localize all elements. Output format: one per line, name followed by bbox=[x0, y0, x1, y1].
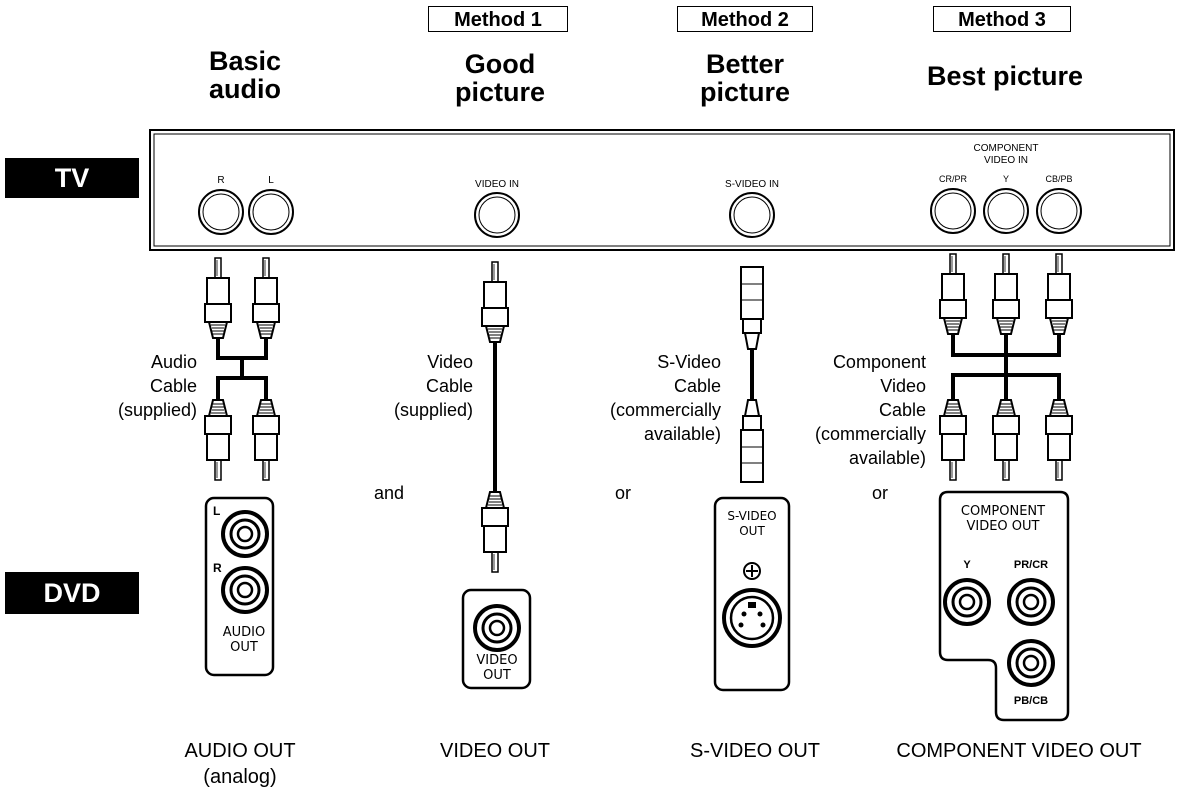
caption-video-out: VIDEO OUT bbox=[439, 740, 550, 762]
tv-cr-pr-label: CR/PR bbox=[939, 174, 968, 184]
caption-audio-out-line1: AUDIO OUT bbox=[184, 740, 296, 762]
method-1-box: Method 1 bbox=[428, 6, 568, 32]
tv-audio-l-jack bbox=[248, 189, 294, 235]
tv-y-jack bbox=[983, 188, 1029, 234]
caption-audio-out-line2: (analog) bbox=[203, 766, 277, 788]
tv-video-in-label: VIDEO IN bbox=[475, 179, 519, 190]
caption-component-video-out: COMPONENT VIDEO OUT bbox=[896, 740, 1142, 762]
video-cable-label-line2: Cable bbox=[425, 376, 473, 396]
s-video-cable-label-line3: (commercially bbox=[609, 400, 721, 420]
dvd-label: DVD bbox=[5, 572, 139, 614]
tv-cr-pr-jack bbox=[930, 188, 976, 234]
dvd-component-y-label: Y bbox=[963, 559, 971, 571]
audio-cable-label: Audio Cable (supplied) bbox=[118, 350, 197, 422]
dvd-audio-r-label: R bbox=[213, 561, 222, 575]
method-1-label: Method 1 bbox=[454, 9, 542, 31]
method-2-box: Method 2 bbox=[677, 6, 813, 32]
video-cable-label-line1: Video bbox=[427, 352, 473, 372]
video-cable bbox=[481, 261, 509, 572]
video-cable-label: Video Cable (supplied) bbox=[394, 350, 473, 422]
dvd-audio-out-line1: AUDIO bbox=[223, 625, 266, 640]
dvd-component-pb-cb-label: PB/CB bbox=[1014, 695, 1048, 707]
s-video-cable-label-line4: available) bbox=[643, 424, 721, 444]
tv-cb-pb-label: CB/PB bbox=[1045, 174, 1072, 184]
component-cable-label-line4: (commercially bbox=[814, 424, 926, 444]
dvd-s-video-out-line1: S-VIDEO bbox=[727, 509, 776, 523]
heading-better-picture-line1: Better bbox=[705, 49, 785, 79]
dvd-video-out-line2: OUT bbox=[483, 668, 511, 683]
method-3-box: Method 3 bbox=[933, 6, 1071, 32]
heading-basic-audio-line2: audio bbox=[209, 74, 281, 104]
s-video-cable-label: S-Video Cable (commercially available) bbox=[610, 350, 721, 446]
tv-y-label: Y bbox=[1003, 174, 1009, 184]
tv-video-in-jack bbox=[474, 192, 520, 238]
or-label-2: or bbox=[872, 483, 889, 503]
heading-better-picture-line2: picture bbox=[699, 77, 791, 107]
heading-good-picture-line2: picture bbox=[454, 77, 546, 107]
heading-good-picture-line1: Good bbox=[464, 49, 536, 79]
method-3-label: Method 3 bbox=[958, 9, 1046, 31]
component-cable-label: Component Video Cable (commercially avai… bbox=[815, 350, 926, 470]
heading-good-picture: Good picture bbox=[420, 50, 580, 106]
heading-basic-audio-line1: Basic bbox=[208, 46, 282, 76]
caption-audio-out: AUDIO OUT (analog) bbox=[160, 738, 320, 790]
s-video-cable-label-line1: S-Video bbox=[657, 352, 721, 372]
heading-best-picture-line1: Best picture bbox=[926, 61, 1084, 91]
audio-cable-label-line3: (supplied) bbox=[117, 400, 197, 420]
audio-cable-label-line2: Cable bbox=[149, 376, 197, 396]
tv-cb-pb-jack bbox=[1036, 188, 1082, 234]
dvd-video-out-line1: VIDEO bbox=[476, 653, 517, 668]
component-cable-label-line2: Video bbox=[880, 376, 926, 396]
dvd-audio-out-line2: OUT bbox=[230, 640, 258, 655]
dvd-component-line2: VIDEO OUT bbox=[966, 519, 1039, 534]
tv-audio-r-label: R bbox=[217, 175, 224, 186]
component-cable-label-line1: Component bbox=[832, 352, 926, 372]
s-video-cable bbox=[740, 266, 764, 483]
component-cable bbox=[939, 253, 1073, 480]
and-label: and bbox=[374, 483, 405, 503]
dvd-audio-out-panel bbox=[204, 496, 275, 677]
component-cable-label-line5: available) bbox=[848, 448, 926, 468]
dvd-component-out-panel bbox=[938, 490, 1070, 722]
tv-component-line1: COMPONENT bbox=[974, 143, 1039, 154]
tv-s-video-in-label: S-VIDEO IN bbox=[725, 179, 779, 190]
tv-label: TV bbox=[5, 158, 139, 198]
caption-s-video-out: S-VIDEO OUT bbox=[689, 740, 820, 762]
dvd-video-out-panel bbox=[461, 588, 532, 690]
dvd-audio-l-label: L bbox=[213, 504, 220, 518]
method-2-label: Method 2 bbox=[701, 9, 789, 31]
tv-component-line2: VIDEO IN bbox=[984, 155, 1028, 166]
tv-audio-l-label: L bbox=[268, 175, 274, 186]
s-video-cable-label-line2: Cable bbox=[673, 376, 721, 396]
video-cable-label-line3: (supplied) bbox=[393, 400, 473, 420]
dvd-s-video-out-line2: OUT bbox=[739, 524, 765, 538]
audio-cable-label-line1: Audio bbox=[150, 352, 197, 372]
component-cable-label-line3: Cable bbox=[878, 400, 926, 420]
tv-s-video-in-jack bbox=[729, 192, 775, 238]
tv-audio-r-jack bbox=[198, 189, 244, 235]
heading-basic-audio: Basic audio bbox=[170, 47, 320, 103]
dvd-s-video-out-panel bbox=[713, 496, 791, 692]
audio-cable bbox=[204, 257, 280, 480]
dvd-component-pr-cr-label: PR/CR bbox=[1014, 559, 1048, 571]
or-label-1: or bbox=[615, 483, 632, 503]
heading-best-picture: Best picture bbox=[905, 62, 1105, 90]
heading-better-picture: Better picture bbox=[670, 50, 820, 106]
dvd-component-line1: COMPONENT bbox=[961, 504, 1045, 519]
